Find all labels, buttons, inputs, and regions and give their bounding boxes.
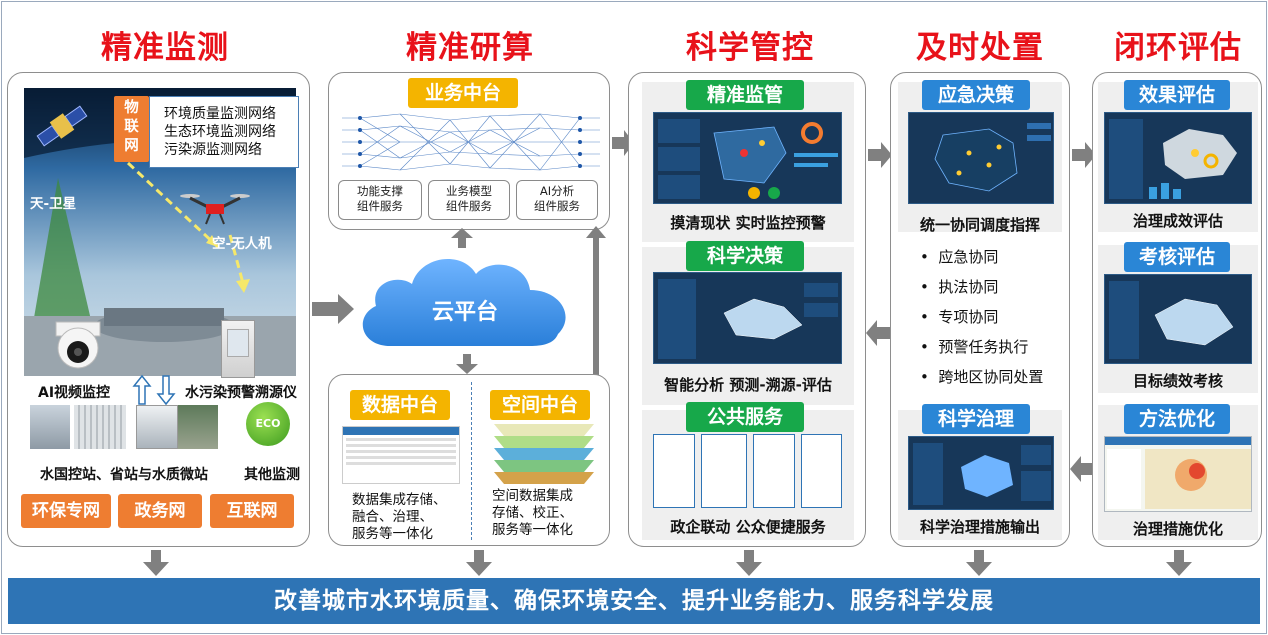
dashed-arrows (100, 155, 270, 304)
station-photo-1 (30, 405, 70, 449)
drone-icon (180, 188, 250, 232)
space-center-tag: 空间中台 (490, 390, 590, 420)
dashboard-decision (653, 272, 842, 364)
space-center-layers (484, 424, 604, 490)
neural-net-graphic (340, 110, 602, 178)
camera-icon (52, 320, 104, 376)
satellite-icon (32, 96, 92, 160)
net-government: 政务网 (118, 494, 202, 528)
station-photo-3 (136, 405, 178, 449)
dispose-item-4: • 预警任务执行 (920, 338, 1029, 356)
space-center-desc: 空间数据集成 存储、校正、 服务等一体化 (492, 488, 573, 538)
caption-governance: 科学治理措施输出 (919, 518, 1040, 536)
goal-banner: 改善城市水环境质量、确保环境安全、提升业务能力、服务科学发展 (8, 578, 1260, 624)
dispose-item-1: • 应急协同 (920, 248, 999, 266)
biz-center-tag: 业务中台 (408, 78, 518, 108)
public-service-screens (653, 434, 842, 508)
title-timely-disposal: 及时处置 (916, 30, 1044, 66)
tag-precise-regulation: 精准监管 (686, 80, 804, 110)
divider-dashed (471, 382, 472, 540)
arrow-dispose-to-control (866, 318, 890, 352)
net-env-private: 环保专网 (21, 494, 111, 528)
dispose-headline: 统一协同调度指挥 (919, 216, 1040, 234)
cloud-platform (350, 246, 582, 358)
data-center-desc: 数据集成存储、 融合、治理、 服务等一体化 (352, 492, 447, 542)
dashboard-effect (1104, 112, 1252, 204)
stations-label: 水国控站、省站与水质微站 (40, 467, 208, 483)
up-down-arrows (130, 374, 180, 410)
arrow-down-3 (736, 550, 762, 580)
network-pollution-source: 污染源监测网络 (164, 142, 262, 158)
dashboard-method (1104, 436, 1252, 512)
tag-public-service: 公共服务 (686, 402, 804, 432)
comp-box-function: 功能支撑 组件服务 (338, 180, 422, 220)
sky-label: 天-卫星 (30, 196, 77, 212)
dispose-item-5: • 跨地区协同处置 (920, 368, 1044, 386)
title-precise-computing: 精准研算 (406, 30, 534, 66)
tag-scientific-decision: 科学决策 (686, 241, 804, 271)
iot-badge: 物 联 网 (114, 96, 149, 162)
arrow-evaluate-to-dispose (1070, 454, 1094, 488)
arrow-control-to-dispose (868, 140, 892, 174)
tag-assessment-eval: 考核评估 (1124, 242, 1230, 272)
networks-box: 环境质量监测网络 生态环境监测网络 污染源监测网络 (149, 96, 299, 168)
dispose-item-3: • 专项协同 (920, 308, 999, 326)
data-center-tag: 数据中台 (350, 390, 450, 420)
net-internet: 互联网 (210, 494, 294, 528)
title-scientific-control: 科学管控 (686, 30, 814, 66)
dashboard-governance (908, 436, 1054, 510)
dashboard-regulation (653, 112, 842, 204)
ai-video-label: AI视频监控 (38, 385, 111, 401)
tag-emergency-decision: 应急决策 (922, 80, 1030, 110)
other-monitoring-label: 其他监测 (244, 467, 300, 483)
eco-icon: ECO (246, 402, 290, 446)
comp-box-business-model: 业务模型 组件服务 (428, 180, 510, 220)
caption-public-service: 政企联动 公众便捷服务 (670, 518, 826, 536)
arrow-cloud-down (456, 354, 478, 378)
tag-effect-eval: 效果评估 (1124, 80, 1230, 110)
title-closed-loop-eval: 闭环评估 (1114, 30, 1242, 66)
water-tracer-label: 水污染预警溯源仪 (185, 385, 297, 401)
dispose-item-2: • 执法协同 (920, 278, 999, 296)
station-photo-4 (178, 405, 218, 449)
arrow-monitor-to-cloud (312, 292, 356, 330)
caption-method: 治理措施优化 (1132, 520, 1223, 538)
tag-scientific-governance: 科学治理 (922, 404, 1030, 434)
station-photo-2 (74, 405, 126, 449)
caption-effect: 治理成效评估 (1132, 212, 1223, 230)
dashboard-assessment (1104, 274, 1252, 364)
dashboard-emergency (908, 112, 1054, 204)
caption-decision: 智能分析 预测-溯源-评估 (664, 376, 832, 394)
arrow-down-2 (466, 550, 492, 580)
network-ecology: 生态环境监测网络 (164, 124, 276, 140)
comp-box-ai-analysis: AI分析 组件服务 (516, 180, 598, 220)
title-precise-monitoring: 精准监测 (101, 30, 229, 66)
cloud-platform-label: 云平台 (431, 300, 498, 325)
arrow-data-to-biz (586, 226, 606, 380)
tag-method-optimize: 方法优化 (1124, 404, 1230, 434)
arrow-dispose-to-evaluate (1072, 140, 1096, 174)
water-tracer-device (221, 320, 255, 378)
arrow-down-1 (143, 550, 169, 580)
arrow-down-5 (1166, 550, 1192, 580)
data-center-screenshot (342, 426, 460, 484)
arrow-cloud-up (451, 228, 473, 252)
network-env-quality: 环境质量监测网络 (164, 106, 276, 122)
caption-assessment: 目标绩效考核 (1132, 372, 1223, 390)
air-label: 空-无人机 (212, 236, 272, 252)
arrow-down-4 (966, 550, 992, 580)
caption-regulation: 摸清现状 实时监控预警 (670, 214, 826, 232)
